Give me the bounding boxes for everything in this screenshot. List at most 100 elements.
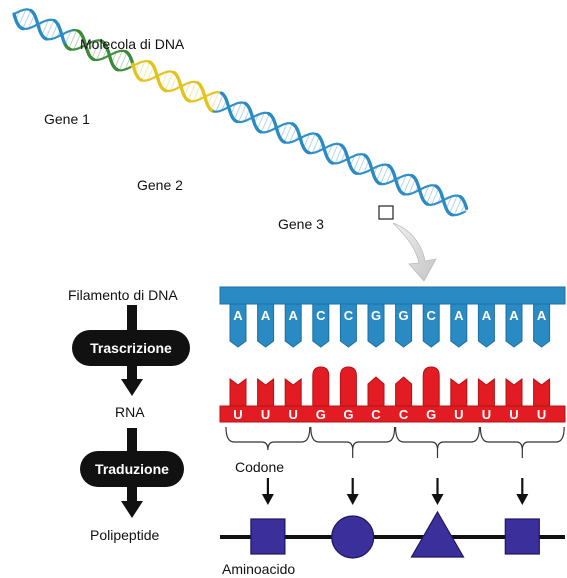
rna-base — [284, 378, 302, 407]
rna-base-letter: U — [289, 407, 298, 422]
gene-3-label: Gene 3 — [278, 216, 324, 232]
rna-base-letter: C — [371, 407, 381, 422]
arrow-down-icon — [261, 494, 274, 505]
helix-base-pair — [45, 20, 55, 39]
dna-base-letter: A — [509, 308, 519, 323]
rna-base-letter: U — [233, 407, 242, 422]
codon-bracket — [225, 426, 311, 451]
flow-connector — [127, 305, 137, 330]
arrow-down-icon — [431, 494, 444, 505]
dna-base — [395, 303, 413, 348]
helix-base-pair — [91, 40, 100, 59]
rna-base-letter: G — [316, 407, 326, 422]
dna-base — [312, 303, 330, 348]
helix-base-pair — [137, 61, 146, 78]
helix-base-pair — [210, 92, 220, 111]
dna-base-letter: G — [371, 308, 381, 323]
dna-base — [284, 303, 302, 348]
dna-base-letter: C — [344, 308, 354, 323]
gene-1-label: Gene 1 — [44, 111, 90, 127]
rna-base-letter: U — [482, 407, 491, 422]
amino-acids — [250, 510, 540, 559]
helix-base-pair — [68, 30, 78, 49]
rna-base — [505, 378, 523, 407]
zoom-arrow-icon — [392, 222, 437, 282]
dna-base-letter: A — [261, 308, 271, 323]
dna-base-letter: A — [289, 308, 299, 323]
helix-base-pair — [431, 188, 440, 205]
codon-bracket — [479, 426, 565, 451]
dna-base — [533, 303, 551, 348]
helix-base-pair — [118, 52, 128, 71]
rna-base — [533, 378, 551, 407]
dna-base-letter: A — [233, 308, 243, 323]
helix-base-pair — [376, 164, 385, 182]
helix-base-pair — [22, 10, 32, 29]
helix-base-pair — [41, 19, 49, 36]
helix-base-pair — [28, 14, 35, 29]
amino-acid-square — [504, 518, 540, 555]
helix-base-pair — [114, 50, 123, 69]
rna-base-letter: C — [399, 407, 409, 422]
helix-base-pair — [187, 81, 197, 101]
codon-bracket — [310, 426, 396, 451]
helix-base-pair — [385, 169, 393, 184]
rna-base — [339, 366, 357, 407]
dna-strand-label: Filamento di DNA — [68, 287, 178, 303]
helix-base-pair — [306, 133, 316, 153]
dna-base-letter: C — [316, 308, 326, 323]
dna-molecule-label: Molecola di DNA — [80, 36, 185, 52]
dna-base-letter: A — [537, 308, 547, 323]
helix-base-pair — [449, 195, 458, 214]
helix-base-pair — [18, 9, 27, 26]
dna-base — [477, 303, 495, 348]
rna-base — [477, 378, 495, 407]
dna-strand-backbone — [219, 286, 566, 305]
helix-base-pair — [453, 197, 463, 216]
dna-base — [339, 303, 357, 348]
amino-acid-label: Aminoacido — [222, 561, 295, 577]
helix-base-pair — [73, 33, 82, 50]
helix-base-pair — [403, 175, 413, 195]
dna-base-letter: G — [399, 308, 409, 323]
dna-base — [422, 303, 440, 348]
rna-base-letter: G — [426, 407, 436, 422]
translation-label: Traduzione — [95, 461, 169, 477]
helix-base-pair — [183, 82, 191, 97]
amino-acid-square — [250, 518, 286, 555]
rna-base — [395, 376, 413, 407]
arrow-down-icon — [121, 379, 143, 396]
helix-base-pair — [426, 185, 435, 204]
helix-base-pair — [399, 174, 407, 191]
amino-acid-triangle — [410, 510, 465, 558]
helix-base-pair — [311, 136, 320, 154]
helix-base-pair — [233, 102, 243, 120]
translation-step — [80, 451, 184, 487]
helix-base-pair — [141, 62, 151, 81]
rna-base-letter: G — [343, 407, 353, 422]
dna-base — [367, 303, 385, 348]
dna-base-letter: A — [482, 308, 492, 323]
helix-base-pair — [326, 144, 333, 158]
arrow-down-icon — [516, 494, 529, 505]
helix-base-pair — [352, 154, 362, 172]
rna-strand-backbone — [219, 405, 566, 423]
rna-base-letter: U — [261, 407, 270, 422]
rna-base-letter: U — [454, 407, 463, 422]
amino-acid-circle — [331, 515, 375, 559]
transcription-step — [72, 330, 190, 366]
codon-bracket — [395, 426, 480, 451]
helix-base-pair — [334, 146, 343, 164]
helix-base-pair — [408, 178, 416, 195]
helix-base-pair — [260, 113, 270, 133]
helix-base-pair — [96, 42, 105, 61]
polypeptide-label: Polipeptide — [90, 527, 159, 543]
helix-base-pair — [160, 71, 169, 87]
dna-base — [505, 303, 523, 348]
helix-base-pair — [207, 92, 214, 106]
dna-base-letter: A — [454, 308, 464, 323]
dna-base-letter: C — [427, 308, 437, 323]
rna-base-letter: U — [537, 407, 546, 422]
